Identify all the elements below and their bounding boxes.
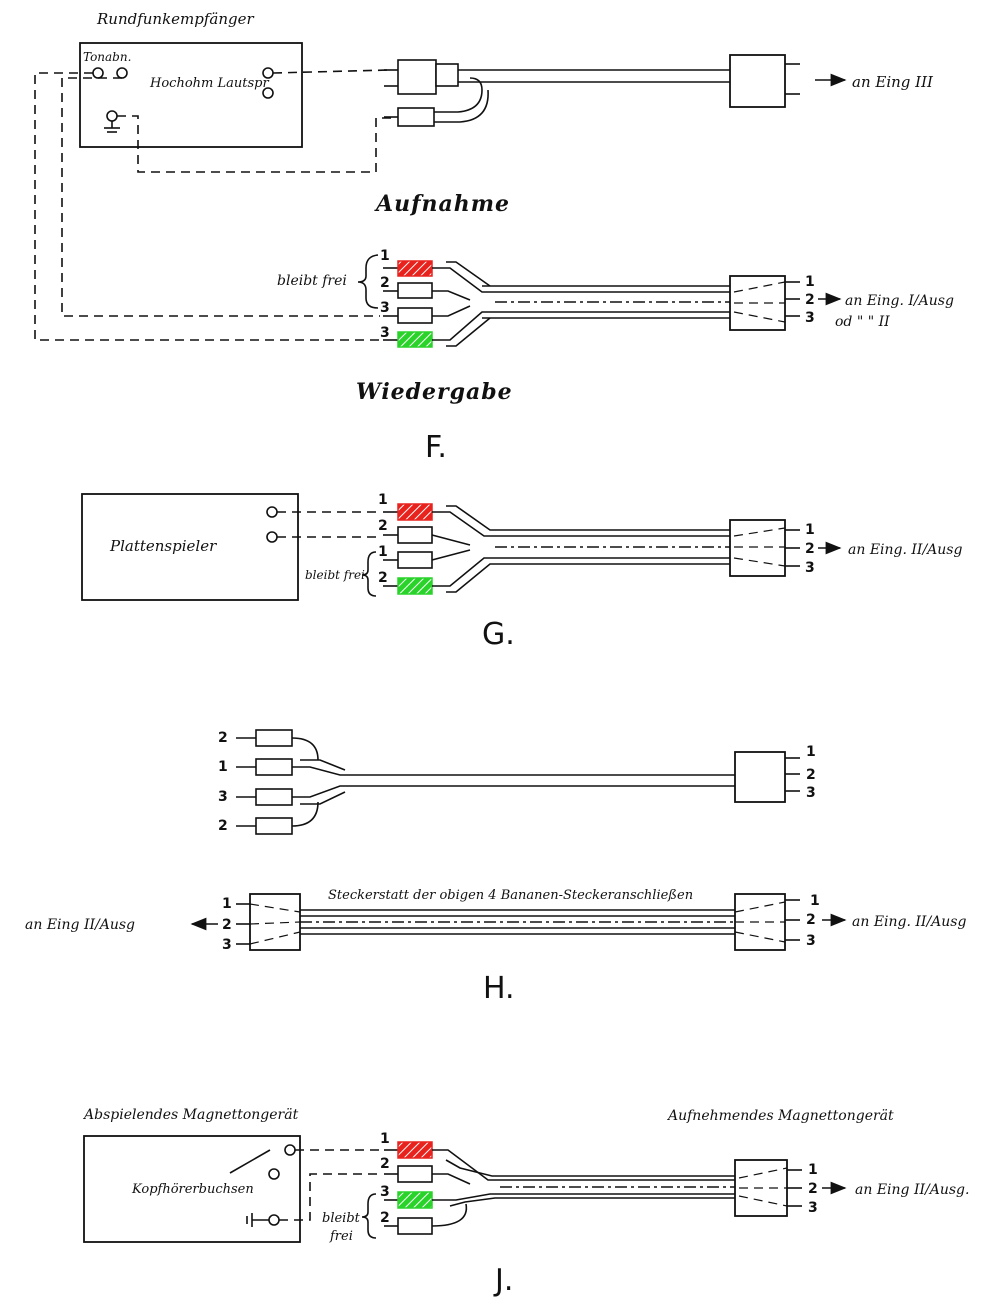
tonabn-label: Tonabn. (83, 50, 131, 64)
turntable-label: Plattenspieler (109, 537, 217, 555)
left-pin-2: 2 (222, 917, 232, 933)
red-plug (397, 260, 433, 277)
single-plug (397, 107, 435, 127)
recording-device-label: Aufnehmendes Magnettongerät (666, 1108, 894, 1124)
brace (361, 1193, 377, 1239)
figure-f: Rundfunkempfänger Tonabn. Hochohm Lautsp… (34, 10, 954, 465)
wiedergabe-label: Wiedergabe (356, 379, 513, 405)
green-plug (397, 577, 433, 595)
destination-line-1: an Eing. I/Ausg (845, 293, 954, 309)
connector-pin-2: 2 (805, 541, 815, 557)
figure-label-g: G. (482, 617, 515, 652)
pin-label-2: 2 (380, 275, 390, 291)
destination-label: an Eing II/Ausg. (855, 1182, 969, 1198)
connector-pin-2: 2 (808, 1181, 818, 1197)
destination-label: an Eing. II/Ausg (848, 542, 962, 558)
tape-recorder-box (83, 1135, 301, 1243)
pin-label-1: 1 (380, 248, 390, 264)
playing-device-label: Abspielendes Magnettongerät (82, 1107, 299, 1123)
figure-h: 2 1 3 2 1 2 3 Steckerstatt der obigen 4 … (25, 729, 966, 1006)
white-plug (397, 551, 433, 569)
receiver-box (79, 42, 303, 148)
right-pin-1: 1 (810, 893, 820, 909)
top-destination: an Eing III (852, 73, 934, 91)
figure-label-h: H. (483, 971, 515, 1006)
cable-note: Steckerstatt der obigen 4 Bananen-Stecke… (328, 888, 693, 903)
headphone-label: Kopfhörerbuchsen (131, 1182, 254, 1197)
red-plug (397, 1141, 433, 1159)
plug-pin-3: 3 (218, 789, 228, 805)
pin-label-1: 1 (378, 492, 388, 508)
figure-label-f: F. (425, 430, 447, 465)
white-plug (397, 307, 433, 324)
ground-icon (246, 1213, 269, 1227)
pin-label-3b: 3 (380, 325, 390, 341)
connector-pin-3: 3 (808, 1200, 818, 1216)
white-plug (397, 526, 433, 544)
white-plug (397, 1217, 433, 1235)
aufnahme-label: Aufnahme (374, 191, 510, 217)
connector-pin-1: 1 (805, 522, 815, 538)
connector-pin-3: 3 (805, 310, 815, 326)
bleibt-label: bleibt (322, 1211, 361, 1226)
white-plug (397, 1165, 433, 1183)
white-plug (255, 817, 293, 835)
pin-label-2b: 2 (380, 1210, 390, 1226)
connector-pin-2: 2 (806, 767, 816, 783)
right-destination: an Eing. II/Ausg (852, 914, 966, 930)
brace (361, 551, 377, 597)
left-connector (249, 893, 301, 951)
pin-label-2b: 2 (378, 570, 388, 586)
speaker-label: Hochohm Lautspr (149, 76, 269, 91)
pin-label-3: 3 (380, 300, 390, 316)
figure-j: Abspielendes Magnettongerät Aufnehmendes… (82, 1107, 969, 1298)
plug-pin-2b: 2 (218, 818, 228, 834)
green-plug (397, 1191, 433, 1209)
white-plug (255, 729, 293, 747)
connector-pin-1: 1 (806, 744, 816, 760)
figure-label-j: J. (493, 1263, 513, 1298)
speaker-jack-2 (262, 87, 274, 99)
brace (357, 254, 379, 309)
bleibt-frei-label: bleibt frei (277, 273, 347, 289)
connector-pin-2: 2 (805, 292, 815, 308)
headphone-jack-2 (268, 1168, 280, 1180)
white-plug (397, 282, 433, 299)
connector-pin-1: 1 (808, 1162, 818, 1178)
connector (729, 519, 786, 577)
connector-pin-3: 3 (805, 560, 815, 576)
right-pin-3: 3 (806, 933, 816, 949)
connector-pin-3: 3 (806, 785, 816, 801)
turntable-box (81, 493, 299, 601)
right-pin-2: 2 (806, 912, 816, 928)
connector-pin-1: 1 (805, 274, 815, 290)
green-plug (255, 788, 293, 806)
red-plug (255, 758, 293, 776)
double-plug (397, 59, 437, 95)
left-pin-3: 3 (222, 937, 232, 953)
pin-label-2: 2 (378, 518, 388, 534)
green-plug (397, 331, 433, 348)
red-plug (397, 503, 433, 521)
top-connector (729, 54, 786, 108)
frei-label: frei (329, 1229, 353, 1244)
bleibt-frei-label: bleibt frei (305, 568, 365, 582)
plug-pin-1: 1 (218, 759, 228, 775)
pin-label-1b: 1 (378, 544, 388, 560)
figure-g: Plattenspieler 1 2 1 2 bleibt frei 1 2 (81, 492, 962, 652)
left-pin-1: 1 (222, 896, 232, 912)
pin-label-2: 2 (380, 1156, 390, 1172)
plug-pin-2: 2 (218, 730, 228, 746)
left-destination: an Eing II/Ausg (25, 917, 135, 933)
receiver-label: Rundfunkempfänger (96, 10, 255, 28)
pin-label-3: 3 (380, 1184, 390, 1200)
pin-label-1: 1 (380, 1131, 390, 1147)
connector (734, 751, 786, 803)
destination-line-2: od " " II (835, 314, 890, 330)
